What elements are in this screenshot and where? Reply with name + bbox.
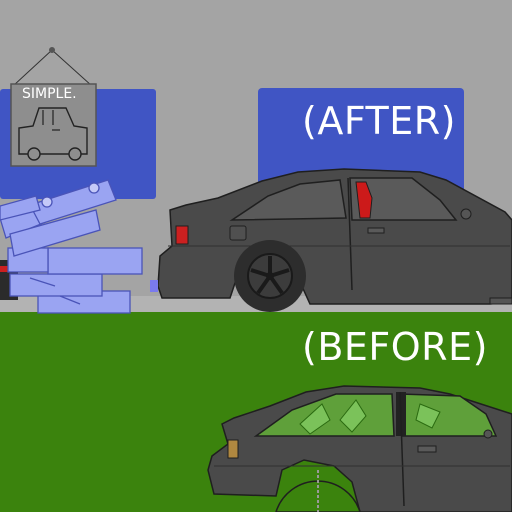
after-car [150, 168, 512, 312]
after-car-rear-window [229, 179, 347, 221]
poster-label: SIMPLE. [22, 86, 77, 102]
before-car-tail-light [227, 439, 239, 459]
after-car-red-seat [355, 181, 373, 219]
after-car-side-window [349, 177, 458, 221]
before-car [207, 385, 512, 512]
scrap-pile [0, 179, 143, 314]
simple-poster [10, 47, 97, 167]
after-label: (AFTER) [302, 99, 456, 143]
before-label: (BEFORE) [302, 325, 488, 369]
after-car-tail-light [175, 225, 189, 245]
